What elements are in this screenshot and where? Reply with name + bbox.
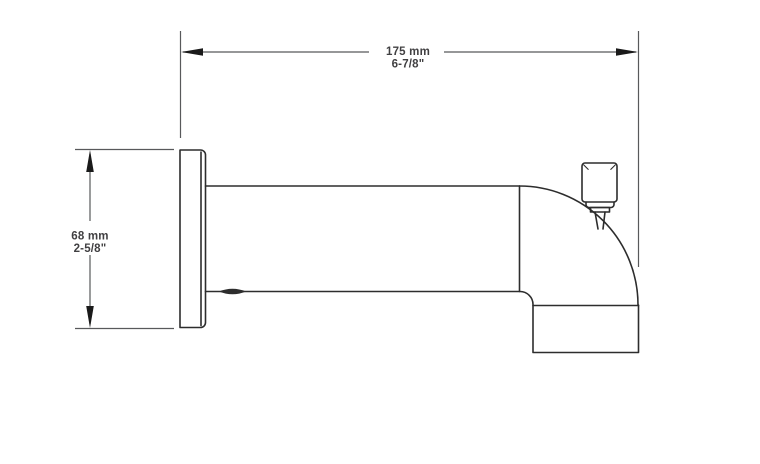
tub-spout-outline <box>179 149 640 354</box>
height-arrow-down-icon <box>86 306 94 328</box>
diverter-knob-body <box>581 162 618 203</box>
height-dimension: 68 mm 2-5/8" <box>71 148 174 330</box>
spout-body-bottom-and-outlet <box>204 290 640 354</box>
width-dimension-metric-label: 175 mm <box>386 46 430 58</box>
diverter-knob-stem <box>594 211 606 230</box>
height-dimension-imperial-label: 2-5/8" <box>74 243 107 255</box>
set-screw-slot <box>219 288 246 295</box>
width-arrow-right-icon <box>616 48 638 56</box>
diverter-knob-neck <box>589 206 611 213</box>
width-dimension-imperial-label: 6-7/8" <box>392 59 425 71</box>
diverter-knob-chamfer-marks <box>583 164 616 170</box>
diverter-knob-base-ring <box>585 201 615 209</box>
elbow-outer-arc <box>518 185 639 306</box>
height-dimension-metric-label: 68 mm <box>71 231 108 243</box>
width-arrow-left-icon <box>181 48 203 56</box>
diverter-knob <box>581 162 618 230</box>
height-arrow-up-icon <box>86 150 94 172</box>
wall-flange <box>179 149 207 329</box>
width-dimension: 175 mm 6-7/8" <box>179 31 640 267</box>
